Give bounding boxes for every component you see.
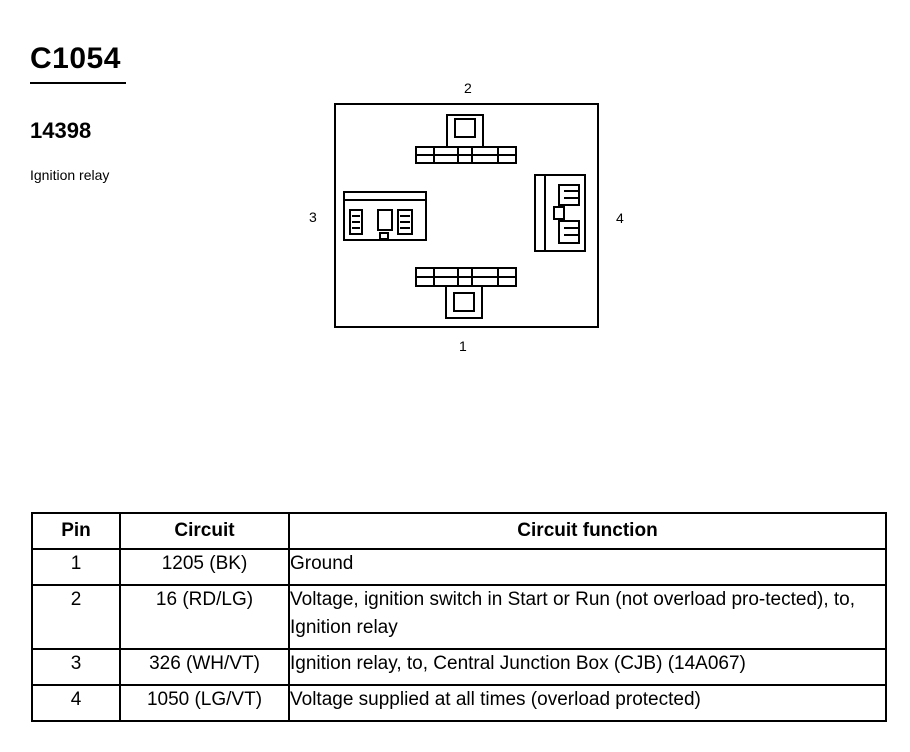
cell-function: Ignition relay, to, Central Junction Box… [288, 648, 887, 686]
pin-label-top: 2 [464, 80, 472, 96]
cell-circuit: 16 (RD/LG) [119, 584, 290, 650]
cell-function: Ground [288, 548, 887, 586]
cell-pin: 1 [31, 548, 121, 586]
connector-description: Ignition relay [30, 167, 110, 183]
connector-face-diagram [334, 103, 599, 328]
title-underline [30, 82, 126, 84]
terminal-pin-4 [534, 174, 586, 252]
connector-housing [334, 103, 599, 328]
header-circuit: Circuit [119, 512, 290, 550]
connector-id: C1054 [30, 42, 121, 75]
pin-label-right: 4 [616, 210, 624, 226]
cell-pin: 2 [31, 584, 121, 650]
cell-function: Voltage, ignition switch in Start or Run… [288, 584, 887, 650]
pinout-table: Pin Circuit Circuit function 1 1205 (BK)… [31, 512, 887, 722]
header-pin: Pin [31, 512, 121, 550]
cell-circuit: 1050 (LG/VT) [119, 684, 290, 722]
cell-pin: 3 [31, 648, 121, 686]
terminal-pin-1 [415, 267, 517, 319]
table-row: 2 16 (RD/LG) Voltage, ignition switch in… [31, 584, 887, 650]
table-row: 4 1050 (LG/VT) Voltage supplied at all t… [31, 684, 887, 722]
terminal-pin-3 [343, 191, 427, 241]
table-header-row: Pin Circuit Circuit function [31, 512, 887, 550]
table-row: 3 326 (WH/VT) Ignition relay, to, Centra… [31, 648, 887, 686]
pin-label-bottom: 1 [459, 338, 467, 354]
table-row: 1 1205 (BK) Ground [31, 548, 887, 586]
cell-circuit: 326 (WH/VT) [119, 648, 290, 686]
pin-label-left: 3 [309, 209, 317, 225]
terminal-pin-2 [415, 114, 517, 164]
cell-function: Voltage supplied at all times (overload … [288, 684, 887, 722]
cell-circuit: 1205 (BK) [119, 548, 290, 586]
header-circuit-function: Circuit function [288, 512, 887, 550]
part-number: 14398 [30, 118, 92, 143]
cell-pin: 4 [31, 684, 121, 722]
